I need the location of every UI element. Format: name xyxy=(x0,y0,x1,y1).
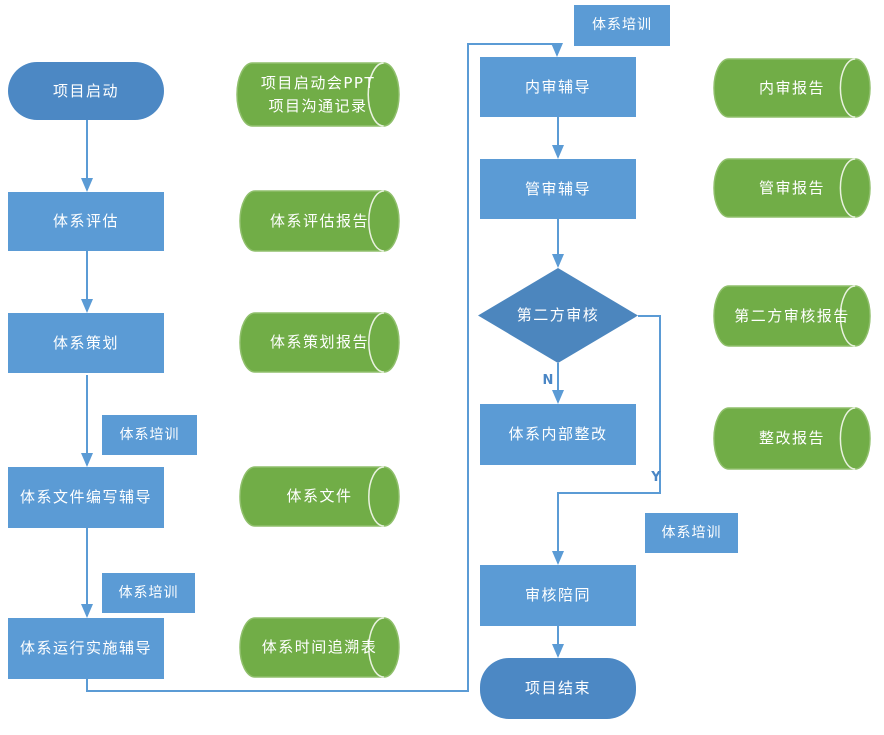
badge-system-training-top-label: 体系培训 xyxy=(592,17,652,33)
node-project-start: 项目启动 xyxy=(8,62,164,120)
doc-rectification-report-label: 整改报告 xyxy=(758,429,825,448)
cylinder-shape xyxy=(239,466,400,527)
node-mgmt-review-coaching: 管审辅导 xyxy=(480,159,636,219)
node-internal-rectification: 体系内部整改 xyxy=(480,404,636,465)
badge-system-training-2-label: 体系培训 xyxy=(118,584,179,601)
badge-system-training-3-label: 体系培训 xyxy=(661,524,722,541)
badge-system-training-2: 体系培训 xyxy=(102,573,195,613)
doc-second-party-audit-report-label: 第二方审核报告 xyxy=(734,306,850,325)
cylinder-shape xyxy=(713,285,871,347)
diamond-shape xyxy=(478,268,638,363)
label-branch-no: N xyxy=(542,373,554,388)
node-project-start-label: 项目启动 xyxy=(52,81,119,100)
node-doc-writing-coaching-label: 体系文件编写辅导 xyxy=(19,488,152,507)
node-system-assessment-label: 体系评估 xyxy=(52,212,119,231)
doc-time-trace-table: 体系时间追溯表 xyxy=(239,617,400,678)
cylinder-shape xyxy=(713,58,871,118)
cylinder-shape xyxy=(713,407,871,470)
node-internal-audit-coaching-label: 内审辅导 xyxy=(524,77,591,96)
doc-time-trace-table-label: 体系时间追溯表 xyxy=(261,638,378,657)
node-internal-audit-coaching: 内审辅导 xyxy=(480,57,636,117)
node-project-end: 项目结束 xyxy=(480,658,636,719)
node-audit-accompany: 审核陪同 xyxy=(480,565,636,626)
cylinder-shape xyxy=(239,190,400,252)
cylinder-shape xyxy=(239,617,400,678)
doc-internal-audit-report-label: 内审报告 xyxy=(758,78,825,97)
arrow-decision-yes-to-accompany xyxy=(552,315,661,565)
node-audit-accompany-label: 审核陪同 xyxy=(524,586,591,605)
cylinder-shape xyxy=(236,62,400,127)
decision-second-party-audit-label: 第二方审核 xyxy=(516,306,600,325)
node-operation-coaching: 体系运行实施辅导 xyxy=(8,618,164,679)
doc-second-party-audit-report: 第二方审核报告 xyxy=(713,285,871,347)
node-system-planning: 体系策划 xyxy=(8,313,164,373)
arrow-operation-to-internal-audit xyxy=(86,43,563,692)
doc-mgmt-review-report-label: 管审报告 xyxy=(758,178,825,197)
doc-system-files: 体系文件 xyxy=(239,466,400,527)
node-doc-writing-coaching: 体系文件编写辅导 xyxy=(8,467,164,528)
cylinder-shape xyxy=(239,312,400,373)
doc-rectification-report: 整改报告 xyxy=(713,407,871,470)
badge-system-training-3: 体系培训 xyxy=(645,513,738,553)
node-project-end-label: 项目结束 xyxy=(524,679,591,698)
node-internal-rectification-label: 体系内部整改 xyxy=(508,425,608,444)
doc-assessment-report: 体系评估报告 xyxy=(239,190,400,252)
node-mgmt-review-coaching-label: 管审辅导 xyxy=(524,179,591,198)
node-operation-coaching-label: 体系运行实施辅导 xyxy=(19,639,152,658)
doc-mgmt-review-report: 管审报告 xyxy=(713,158,871,218)
badge-system-training-top: 体系培训 xyxy=(574,5,670,46)
doc-kickoff-line2: 项目沟通记录 xyxy=(268,96,368,115)
doc-kickoff-materials: 项目启动会PPT 项目沟通记录 xyxy=(236,62,400,127)
label-branch-yes: Y xyxy=(651,470,661,485)
doc-planning-report-label: 体系策划报告 xyxy=(269,333,369,352)
doc-internal-audit-report: 内审报告 xyxy=(713,58,871,118)
node-system-planning-label: 体系策划 xyxy=(52,333,119,352)
badge-system-training-1: 体系培训 xyxy=(102,415,197,455)
decision-second-party-audit: 第二方审核 xyxy=(478,268,638,363)
node-system-assessment: 体系评估 xyxy=(8,192,164,251)
badge-system-training-1-label: 体系培训 xyxy=(119,426,180,443)
doc-planning-report: 体系策划报告 xyxy=(239,312,400,373)
doc-assessment-report-label: 体系评估报告 xyxy=(269,211,369,230)
doc-system-files-label: 体系文件 xyxy=(286,487,353,506)
cylinder-shape xyxy=(713,158,871,218)
doc-kickoff-line1: 项目启动会PPT xyxy=(260,74,376,92)
